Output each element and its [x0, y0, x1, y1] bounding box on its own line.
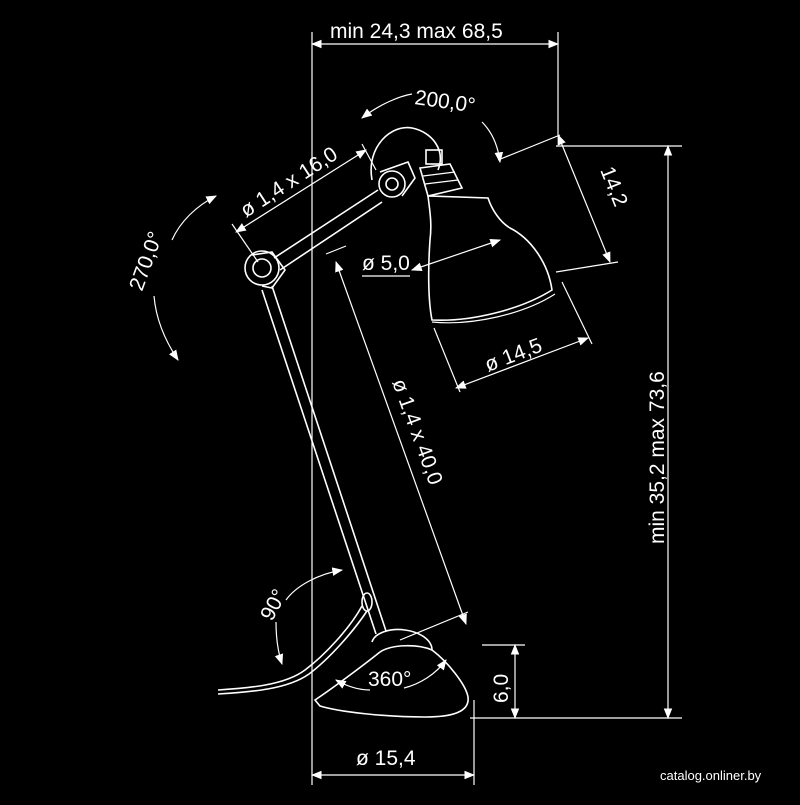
- upper-arm-rod-top: [273, 189, 379, 259]
- lower-arm-rod-right: [271, 285, 387, 632]
- lower-arm-rod-left: [261, 289, 377, 635]
- base-rotation-label: 360°: [368, 668, 411, 691]
- shoulder-rotation-label: 270,0°: [125, 229, 167, 294]
- lamp-outline: [217, 126, 556, 718]
- lamp-base: [313, 644, 469, 718]
- base-height-label: 6,0: [490, 674, 513, 703]
- elbow-joint: [244, 250, 286, 289]
- power-cable: [217, 605, 363, 691]
- lower-arm-label: ø 1,4 x 40,0: [387, 376, 447, 488]
- socket-diameter-label: ø 5,0: [362, 252, 410, 275]
- base-tilt-label: 90°: [256, 586, 291, 625]
- base-hub: [371, 628, 433, 651]
- arm-reach-label: min 24,3 max 68,5: [330, 20, 503, 43]
- base-diameter-label: ø 15,4: [356, 747, 416, 770]
- watermark: catalog.onliner.by: [660, 768, 762, 783]
- dimension-lines: [153, 32, 682, 785]
- shade-rotation-label: 200,0°: [413, 86, 477, 117]
- socket: [418, 149, 464, 197]
- shade-height-label: 14,2: [595, 163, 632, 210]
- shade-diameter-label: ø 14,5: [482, 334, 546, 377]
- upper-arm-label: ø 1,4 x 16,0: [236, 143, 342, 223]
- shade-handle: [370, 126, 442, 181]
- lamp-height-label: min 35,2 max 73,6: [646, 371, 669, 544]
- shade-joint: [378, 160, 416, 198]
